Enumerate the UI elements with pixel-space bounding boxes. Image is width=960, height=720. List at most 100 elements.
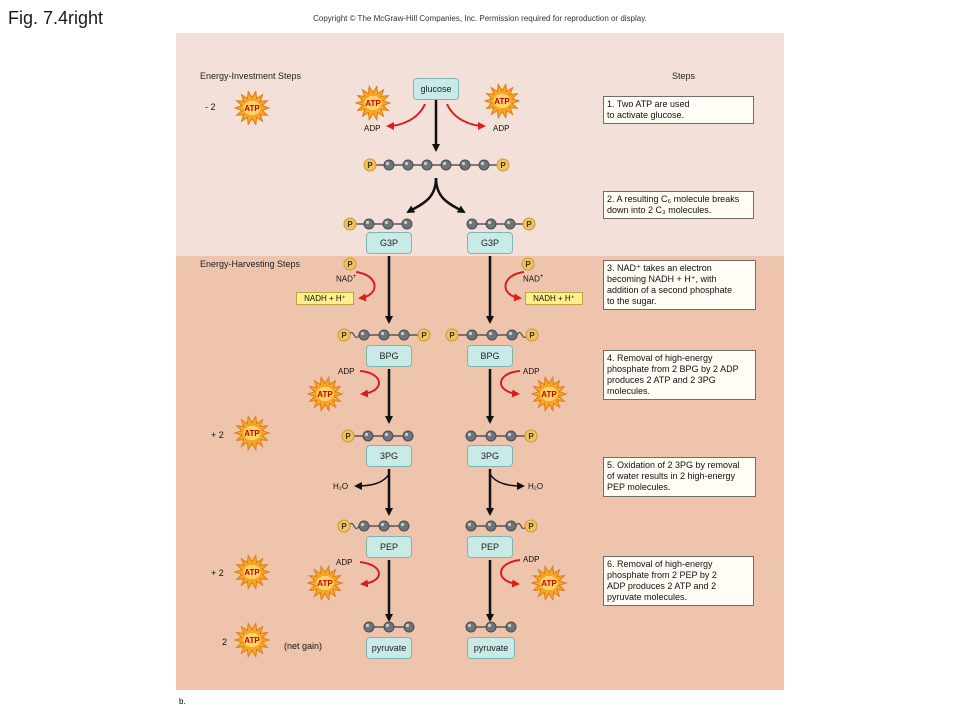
pyruvate-right-chain-carbon-0	[465, 621, 477, 633]
adp-label-2: ADP	[493, 124, 510, 133]
bpg-left-chain-carbon-2	[378, 329, 390, 341]
atp-star-step1-left: ATP	[354, 84, 392, 122]
svg-text:ATP: ATP	[541, 579, 557, 588]
count-plus-2-b: + 2	[211, 568, 224, 578]
adp-label-1: ADP	[364, 124, 381, 133]
3pg-left-chain-phosphate-0: P	[341, 429, 355, 443]
c6-chain-carbon-6	[478, 159, 490, 171]
copyright-notice: Copyright © The McGraw-Hill Companies, I…	[313, 14, 647, 23]
pep-right-box: PEP	[467, 536, 513, 558]
atp-star-plus2-b: ATP	[233, 553, 271, 591]
arrow-split-left	[406, 177, 438, 214]
pep-right-chain-phosphate-3: P	[524, 519, 538, 533]
red-arrow-adp-right-2	[500, 559, 521, 588]
bpg-left-chain-carbon-1	[358, 329, 370, 341]
bpg-right-box: BPG	[467, 345, 513, 367]
arrow-water-right	[489, 473, 525, 490]
adp-label-4: ADP	[523, 367, 540, 376]
pathway-arrows	[385, 100, 494, 622]
atp-star-step4-right: ATP	[530, 375, 568, 413]
svg-text:ATP: ATP	[244, 636, 260, 645]
adp-label-3: ADP	[338, 367, 355, 376]
atp-star-step6-right: ATP	[530, 564, 568, 602]
g3p-right-box: G3P	[467, 232, 513, 254]
pyruvate-left-chain-carbon-0	[363, 621, 375, 633]
svg-text:P: P	[341, 331, 347, 340]
adp-label-5: ADP	[336, 558, 353, 567]
water-left-label: H₂O	[333, 482, 349, 491]
red-arrow-adp-left-2	[359, 561, 380, 588]
step-6-box: 6. Removal of high-energy phosphate from…	[603, 556, 754, 606]
count-net: 2	[222, 637, 228, 647]
3pg-left-chain-carbon-2	[382, 430, 394, 442]
svg-text:ATP: ATP	[244, 429, 260, 438]
red-arrow-adp-right-1	[500, 370, 521, 398]
red-arrow-atp2	[446, 103, 486, 130]
pep-left-chain-carbon-2	[378, 520, 390, 532]
pep-right-chain-carbon-0	[465, 520, 477, 532]
bpg-right-chain-carbon-3	[506, 329, 518, 341]
svg-text:P: P	[345, 432, 351, 441]
adp-label-6: ADP	[523, 555, 540, 564]
step-4-box: 4. Removal of high-energy phosphate from…	[603, 350, 756, 400]
svg-text:ATP: ATP	[541, 390, 557, 399]
pyruvate-right-chain-carbon-1	[485, 621, 497, 633]
step-2-box: 2. A resulting C₆ molecule breaks down i…	[603, 191, 754, 219]
bpg-left-box: BPG	[366, 345, 412, 367]
c6-chain-carbon-2	[402, 159, 414, 171]
svg-text:ATP: ATP	[244, 568, 260, 577]
svg-text:P: P	[347, 220, 353, 229]
pep-right-chain-carbon-2	[505, 520, 517, 532]
step-5-box: 5. Oxidation of 2 3PG by removal of wate…	[603, 457, 756, 497]
atp-star-step4-left: ATP	[306, 375, 344, 413]
bpg-right-chain-phosphate-4: P	[525, 328, 539, 342]
g3p-left-chain-carbon-2	[382, 218, 394, 230]
svg-text:P: P	[341, 522, 347, 531]
arrow-water-left	[354, 473, 390, 490]
g3p-right-chain-carbon-0	[466, 218, 478, 230]
3pg-left-chain-carbon-3	[402, 430, 414, 442]
bpg-right-chain-carbon-2	[486, 329, 498, 341]
nad-right-label: NAD+	[523, 274, 544, 284]
bpg-left-chain-phosphate-4: P	[417, 328, 431, 342]
svg-text:ATP: ATP	[317, 390, 333, 399]
bpg-left-chain-phosphate-0: P	[337, 328, 351, 342]
bpg-right-chain-carbon-1	[466, 329, 478, 341]
atp-star-net: ATP	[233, 621, 271, 659]
nadh-right-box: NADH + H⁺	[525, 292, 583, 305]
svg-text:P: P	[528, 522, 534, 531]
pep-left-box: PEP	[366, 536, 412, 558]
c6-chain-phosphate-7: P	[496, 158, 510, 172]
svg-text:P: P	[347, 260, 353, 269]
3pg-right-box: 3PG	[467, 445, 513, 467]
pep-left-chain-carbon-1	[358, 520, 370, 532]
3pg-right-chain-phosphate-3: P	[524, 429, 538, 443]
svg-text:ATP: ATP	[494, 97, 510, 106]
figure-title: Fig. 7.4right	[8, 8, 104, 28]
atp-star-step1-right: ATP	[483, 82, 521, 120]
bpg-right-chain-phosphate-0: P	[445, 328, 459, 342]
pyruvate-right-chain-carbon-2	[505, 621, 517, 633]
atp-star-plus2-a: ATP	[233, 414, 271, 452]
steps-heading: Steps	[672, 71, 696, 81]
nadh-left-box: NADH + H⁺	[296, 292, 354, 305]
3pg-right-chain-carbon-1	[485, 430, 497, 442]
3pg-right-chain-carbon-2	[505, 430, 517, 442]
g3p-right-chain-carbon-2	[504, 218, 516, 230]
g3p-right-chain-carbon-1	[485, 218, 497, 230]
svg-text:P: P	[421, 331, 427, 340]
pep-left-chain-carbon-3	[398, 520, 410, 532]
pep-left-chain-phosphate-0: P	[337, 519, 351, 533]
count-plus-2-a: + 2	[211, 430, 224, 440]
c6-chain-carbon-5	[459, 159, 471, 171]
g3p-right-chain-phosphate-3: P	[522, 217, 536, 231]
3pg-left-chain-carbon-1	[362, 430, 374, 442]
svg-text:P: P	[449, 331, 455, 340]
svg-text:P: P	[528, 432, 534, 441]
step-1-box: 1. Two ATP are used to activate glucose.	[603, 96, 754, 124]
harvesting-steps-label: Energy-Harvesting Steps	[200, 259, 301, 269]
svg-text:P: P	[525, 260, 531, 269]
count-minus-2: - 2	[205, 102, 216, 112]
